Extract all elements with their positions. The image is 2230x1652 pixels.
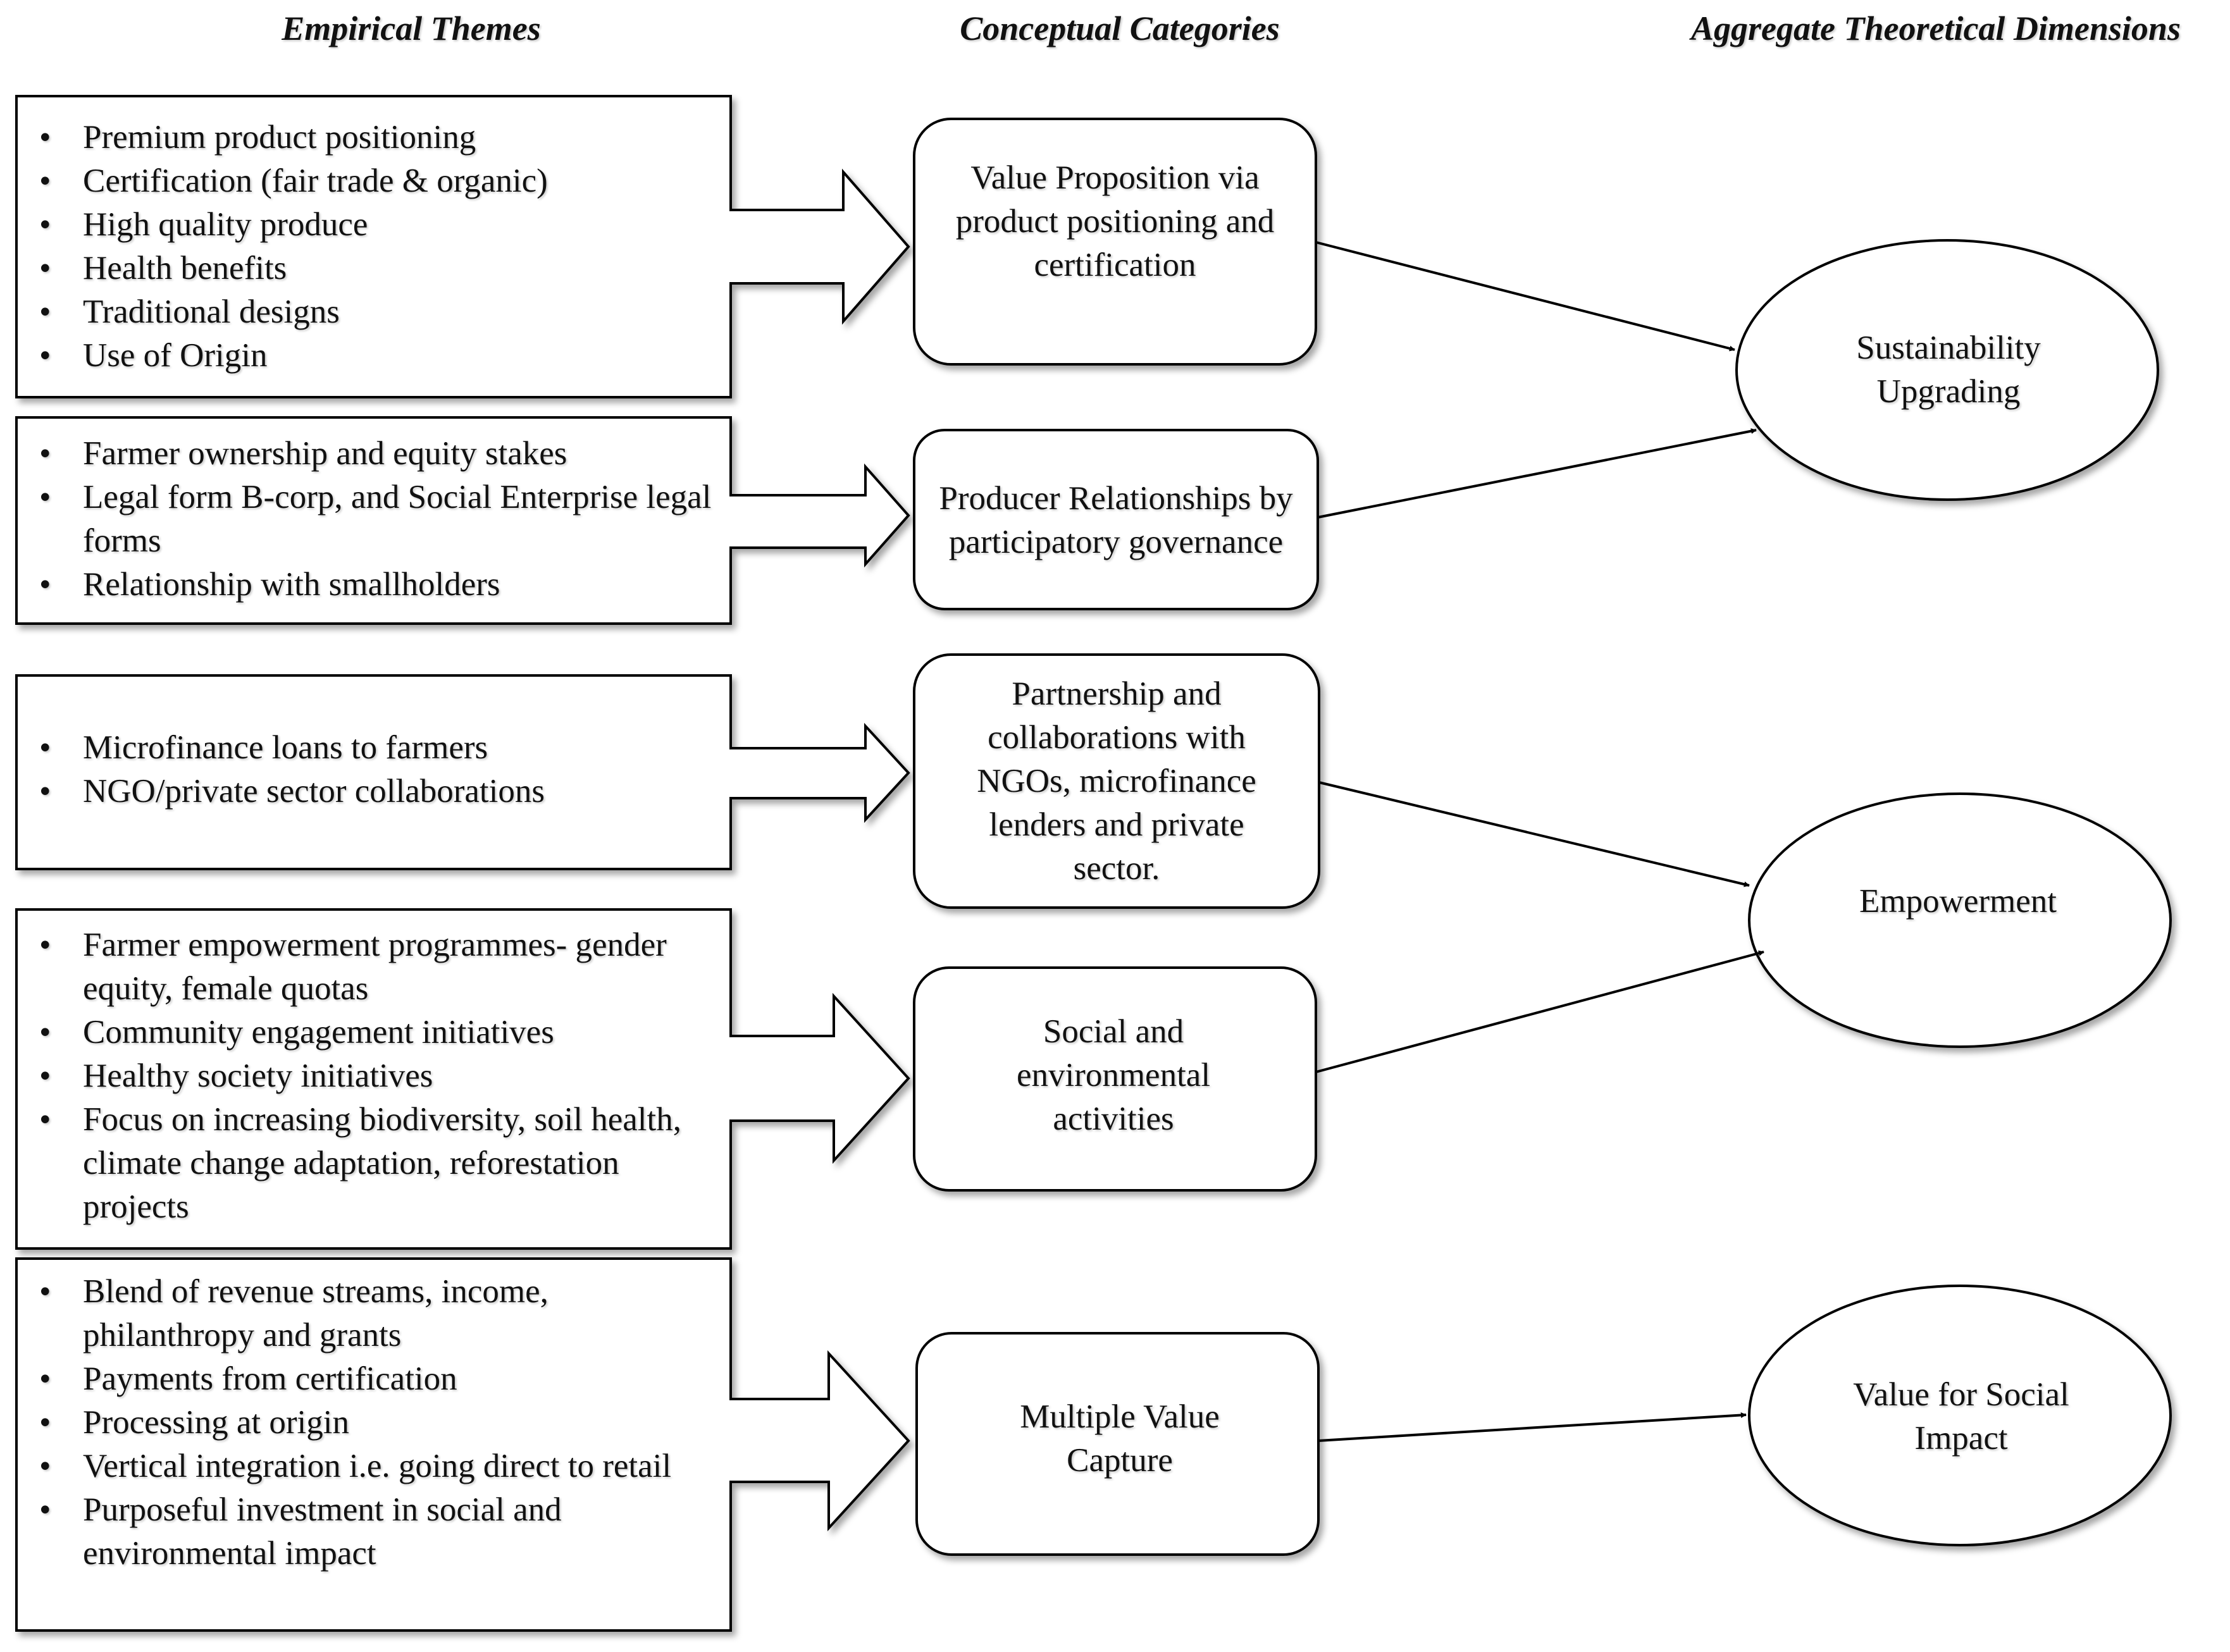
- list-item: •High quality produce: [39, 206, 368, 243]
- dimension-label-1: Sustainability Upgrading: [1856, 330, 2041, 410]
- category-label-4: Social and environmental activities: [1016, 1013, 1211, 1137]
- theme-box-2: [15, 416, 910, 625]
- arrow-category2-to-sustainability: [1317, 428, 1757, 519]
- dimension-label-2: Empowerment: [1859, 882, 2057, 920]
- arrow-category1-to-sustainability: [1315, 241, 1735, 352]
- theme-box-5: [15, 1257, 910, 1632]
- list-item: •Legal form B-corp, and Social Enterpris…: [39, 479, 712, 559]
- list-item: •Relationship with smallholders: [39, 566, 500, 603]
- arrow-category3-to-empowerment: [1318, 781, 1750, 887]
- list-item: •Microfinance loans to farmers: [39, 729, 488, 766]
- category-box-3: [913, 653, 1320, 909]
- list-item: •Vertical integration i.e. going direct …: [39, 1448, 672, 1484]
- list-item: •Payments from certification: [39, 1360, 457, 1397]
- theme-list-1: •Premium product positioning •Certificat…: [16, 116, 725, 378]
- dimension-ellipse-2: [1748, 792, 2172, 1048]
- header-empirical-themes: Empirical Themes: [282, 9, 541, 47]
- list-item: •Health benefits: [39, 250, 287, 287]
- theme-list-5: •Blend of revenue streams, income, phila…: [16, 1270, 725, 1575]
- dimension-label-3: Value for Social Impact: [1853, 1376, 2069, 1457]
- arrow-category4-to-empowerment: [1315, 950, 1764, 1073]
- list-item: •Processing at origin: [39, 1404, 349, 1441]
- list-item: •Use of Origin: [39, 337, 268, 374]
- dimension-ellipse-3: [1748, 1285, 2172, 1546]
- list-item: •Purposeful investment in social and env…: [39, 1491, 562, 1572]
- theme-box-4: [15, 908, 910, 1250]
- category-label-3: Partnership and collaborations with NGOs…: [977, 675, 1256, 887]
- category-label-5: Multiple Value Capture: [1020, 1398, 1220, 1479]
- list-item: •Blend of revenue streams, income, phila…: [39, 1273, 548, 1353]
- arrow-category5-to-social-impact: [1318, 1412, 1747, 1442]
- theme-list-4: •Farmer empowerment programmes- gender e…: [16, 923, 725, 1229]
- list-item: •Certification (fair trade & organic): [39, 163, 548, 199]
- category-box-4: [913, 966, 1317, 1192]
- list-item: •Farmer empowerment programmes- gender e…: [39, 927, 667, 1007]
- category-box-2: [913, 429, 1319, 610]
- header-aggregate-dimensions: Aggregate Theoretical Dimensions: [1691, 9, 2181, 47]
- category-label-2: Producer Relationships by participatory …: [939, 479, 1293, 560]
- category-box-5: [915, 1332, 1320, 1556]
- list-item: •Healthy society initiatives: [39, 1057, 433, 1094]
- header-conceptual-categories: Conceptual Categories: [960, 9, 1280, 47]
- category-label-1: Value Proposition via product positionin…: [955, 159, 1275, 283]
- list-item: •Premium product positioning: [39, 119, 476, 156]
- list-item: •Traditional designs: [39, 293, 340, 330]
- theme-list-2: •Farmer ownership and equity stakes •Leg…: [16, 432, 725, 607]
- theme-box-1: [15, 95, 910, 398]
- list-item: •Community engagement initiatives: [39, 1014, 554, 1051]
- dimension-ellipse-1: [1735, 239, 2159, 501]
- theme-list-3: •Microfinance loans to farmers •NGO/priv…: [16, 726, 725, 813]
- theme-box-3: [15, 674, 910, 870]
- list-item: •NGO/private sector collaborations: [39, 773, 545, 810]
- list-item: •Focus on increasing biodiversity, soil …: [39, 1101, 682, 1225]
- category-box-1: [913, 118, 1317, 366]
- list-item: •Farmer ownership and equity stakes: [39, 435, 567, 472]
